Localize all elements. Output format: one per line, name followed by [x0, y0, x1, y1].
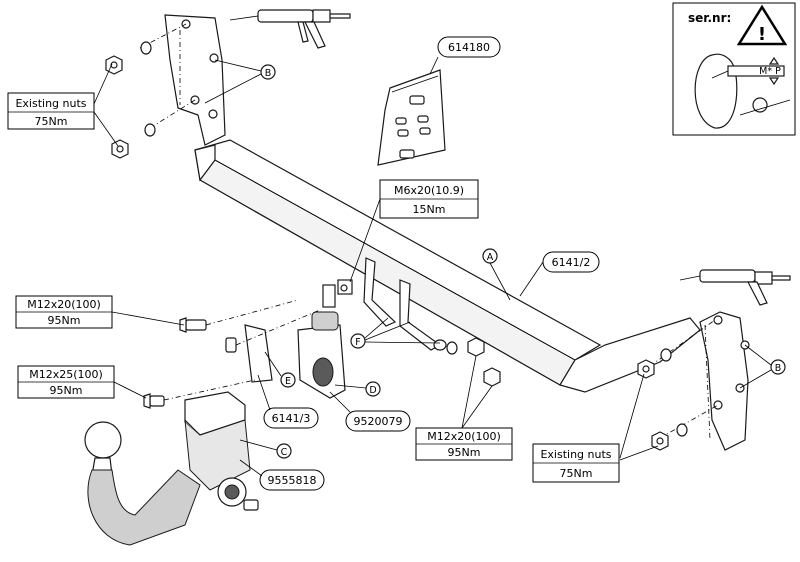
label-m12x20-bottom: M12x20(100) 95Nm — [415, 427, 513, 461]
part-number-6141-3: 6141/3 — [272, 412, 311, 425]
label-9520079: 9520079 — [329, 391, 411, 432]
part-number-9520079: 9520079 — [354, 415, 403, 428]
m12-bolts-bottom — [446, 337, 501, 387]
label-m6x20: M6x20(10.9) 15Nm — [349, 179, 479, 283]
right-chassis-bracket — [699, 311, 750, 451]
svg-text:E: E — [285, 376, 291, 387]
label-m12x25-ball: M12x25(100) 95Nm — [17, 365, 115, 399]
callout-d: D — [334, 381, 381, 397]
label-existing-nuts-top-line2: 75Nm — [35, 115, 68, 128]
svg-text:A: A — [487, 252, 494, 263]
label-existing-nuts-right-line2: 75Nm — [560, 467, 593, 480]
warning-triangle-icon — [736, 4, 788, 46]
label-existing-nuts-top: Existing nuts 75Nm — [7, 92, 95, 130]
label-existing-nuts-right-line1: Existing nuts — [540, 448, 611, 461]
label-existing-nuts-top-line1: Existing nuts — [15, 97, 86, 110]
svg-text:B: B — [265, 68, 272, 79]
part-number-9555818: 9555818 — [268, 474, 317, 487]
label-9555818: 9555818 — [239, 459, 325, 491]
label-m6x20-line2: 15Nm — [413, 203, 446, 216]
existing-nuts-right — [637, 348, 688, 451]
label-existing-nuts-right: Existing nuts 75Nm — [532, 443, 620, 483]
locking-module-9555818 — [184, 391, 259, 511]
serial-plate-text: M* P — [759, 66, 781, 77]
label-m12x20-left: M12x20(100) 95Nm — [15, 295, 113, 329]
label-m12x25-ball-line1: M12x25(100) — [29, 368, 103, 381]
label-m12x20-left-line1: M12x20(100) — [27, 298, 101, 311]
existing-nuts-top — [105, 41, 156, 159]
label-6141-3: 6141/3 — [257, 374, 319, 429]
svg-text:C: C — [281, 447, 288, 458]
callout-e: E — [264, 351, 296, 388]
sealant-gun-right — [679, 269, 791, 306]
m6-bracket — [322, 279, 353, 308]
svg-text:F: F — [355, 337, 360, 348]
part-number-614180: 614180 — [448, 41, 490, 54]
label-m6x20-line1: M6x20(10.9) — [394, 184, 464, 197]
detachable-tow-ball — [84, 421, 201, 546]
label-m12x20-bottom-line1: M12x20(100) — [427, 430, 501, 443]
callout-b-right: B — [739, 344, 786, 389]
left-chassis-bracket — [164, 14, 226, 146]
callout-c: C — [239, 439, 292, 459]
label-m12x25-ball-line2: 95Nm — [50, 384, 83, 397]
svg-text:!: ! — [758, 24, 766, 45]
crossbar-6141-2 — [194, 139, 701, 393]
callout-a: A — [482, 248, 511, 301]
callout-f: F — [350, 317, 441, 349]
sealant-gun-top — [229, 9, 351, 49]
svg-text:B: B — [775, 363, 782, 374]
svg-text:D: D — [369, 385, 376, 396]
m12-bolt-ball — [143, 393, 165, 409]
label-m12x20-left-line2: 95Nm — [48, 314, 81, 327]
serial-box-title: ser.nr: — [688, 11, 731, 25]
label-6141-2: 6141/2 — [519, 251, 600, 297]
electrical-socket-9520079 — [297, 311, 346, 399]
callout-b-top: B — [204, 59, 276, 104]
socket-bracket-6141-3 — [225, 324, 273, 383]
kit-bag-614180: 614180 — [377, 36, 501, 166]
serial-number-box: ser.nr: ! M* P — [672, 2, 796, 136]
part-number-6141-2: 6141/2 — [552, 256, 591, 269]
label-m12x20-bottom-line2: 95Nm — [448, 446, 481, 459]
